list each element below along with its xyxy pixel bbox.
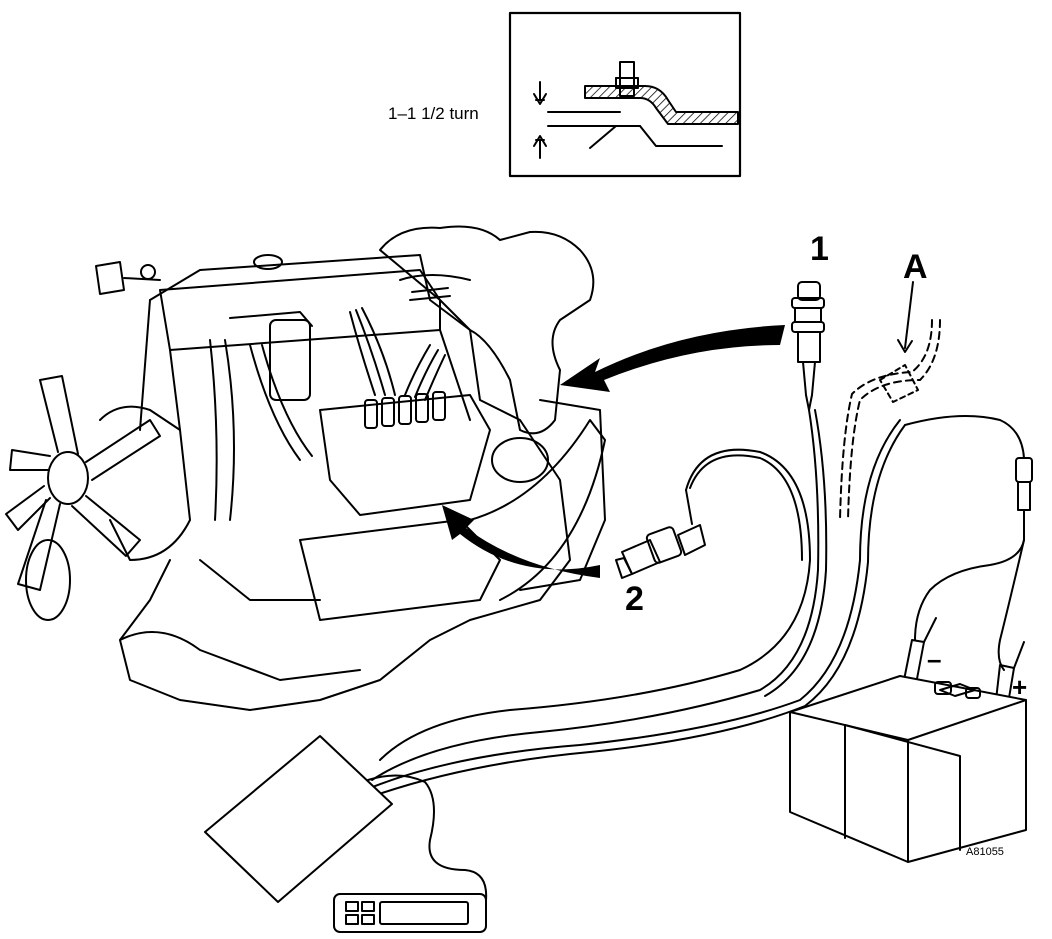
display-unit (333, 893, 487, 933)
fan (5, 375, 161, 591)
engine-illustration (5, 225, 606, 711)
arrow-to-pump (442, 505, 600, 578)
callout-label-a: A (903, 248, 928, 286)
battery-minus-label: – (927, 644, 942, 674)
arrow-to-flywheel (560, 325, 785, 392)
callout-label-1: 1 (810, 230, 829, 268)
battery (789, 675, 1027, 863)
sensor-2 (615, 489, 706, 579)
inset-turn-label: 1–1 1/2 turn (388, 104, 479, 123)
inset-detail (508, 11, 742, 178)
sensor-1 (791, 281, 825, 411)
callout-label-2: 2 (625, 580, 644, 618)
figure-code: A81055 (966, 846, 1004, 858)
control-box (204, 735, 488, 903)
battery-plus-label: + (1012, 672, 1028, 702)
cables (361, 281, 1033, 801)
